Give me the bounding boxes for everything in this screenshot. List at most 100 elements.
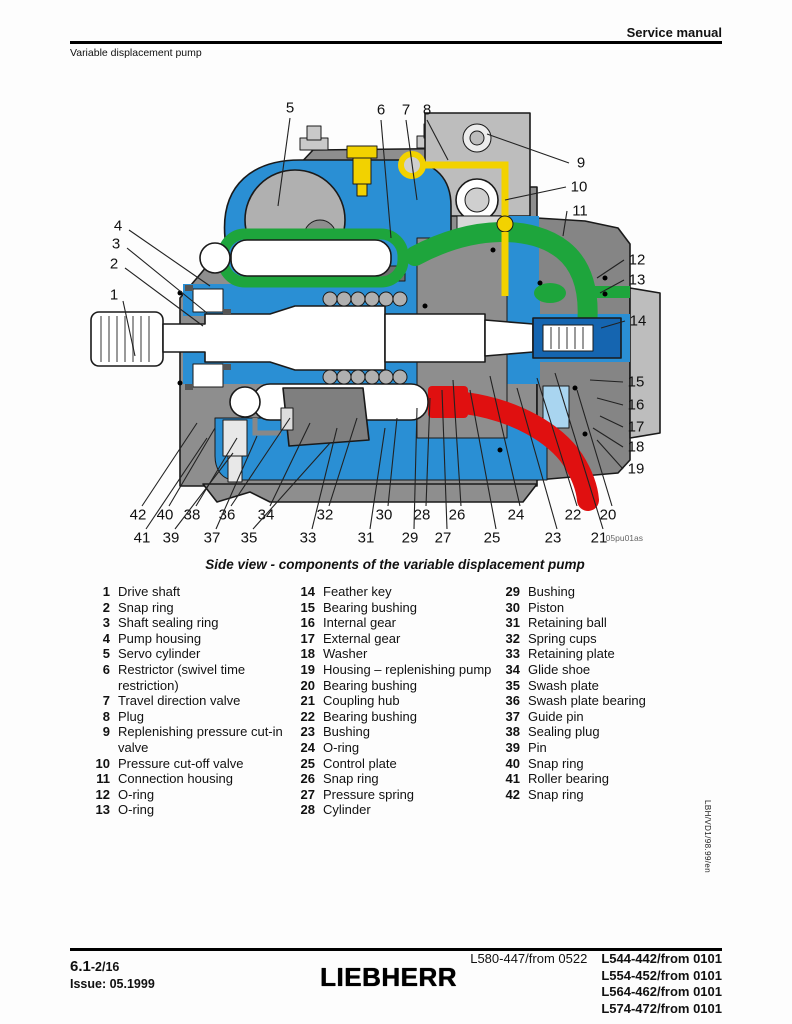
parts-list-item: 34 Glide shoe	[498, 662, 683, 678]
part-number: 30	[505, 599, 520, 615]
part-label: Housing – replenishing pump	[323, 661, 492, 677]
part-number: 1	[102, 584, 110, 599]
part-label: Connection housing	[118, 771, 233, 787]
part-label: O-ring	[118, 802, 155, 818]
parts-list-item: 30 Piston	[498, 600, 683, 616]
part-label: Piston	[528, 599, 565, 615]
part-label: Glide shoe	[528, 661, 591, 677]
part-number: 32	[505, 630, 520, 646]
part-number: 39	[505, 739, 520, 755]
part-number: 41	[505, 771, 520, 787]
liebherr-logo: LIEBHERR	[320, 962, 457, 992]
part-label: Pressure cut-off valve	[118, 755, 244, 771]
callout-number: 3	[112, 236, 120, 253]
callout-leader-line	[141, 422, 198, 507]
part-number: 5	[102, 646, 110, 662]
figure-caption: Side view - components of the variable d…	[205, 557, 585, 572]
document-side-code: LBH/VD1/98.99/en	[703, 800, 712, 874]
part-label: Bearing bushing	[323, 708, 417, 724]
part-label: Bushing	[323, 724, 370, 740]
part-label: Bearing bushing	[323, 599, 417, 615]
part-label: Swash plate bearing	[528, 693, 646, 709]
part-label: Bearing bushing	[323, 677, 417, 693]
part-number: 19	[300, 661, 315, 677]
callout-leader-line	[596, 259, 625, 279]
pump-cross-section-diagram: 1234567891011121314151617181920212223242…	[90, 100, 661, 547]
part-number: 14	[300, 584, 315, 599]
part-number: 33	[505, 646, 520, 662]
part-number: 18	[300, 646, 315, 662]
part-number: 20	[300, 677, 315, 693]
footer-section-number: 6.1	[70, 958, 91, 975]
callout-leader-line	[126, 247, 208, 314]
part-label: Swash plate	[528, 677, 599, 693]
callout-leader-line	[145, 437, 208, 530]
callout-leader-line	[489, 375, 521, 507]
callout-number: 4	[114, 218, 122, 235]
footer-model: L554-452/from 0101	[601, 967, 722, 983]
callout-number: 11	[572, 203, 588, 220]
callout-number: 8	[423, 102, 431, 119]
callout-leader-line	[592, 427, 624, 448]
part-label: Bushing	[528, 584, 575, 599]
callout-number: 6	[377, 102, 385, 119]
part-number: 22	[300, 708, 315, 724]
callout-number: 36	[219, 507, 236, 524]
callout-number: 25	[484, 530, 501, 547]
callout-leader-line	[369, 427, 386, 530]
part-number: 34	[505, 661, 520, 677]
footer-rule	[70, 948, 722, 951]
part-label: Pump housing	[118, 630, 202, 646]
plug-and-pipe-shapes	[346, 145, 514, 296]
part-label: Control plate	[323, 755, 397, 771]
part-number: 2	[102, 599, 110, 615]
callout-number: 40	[157, 507, 174, 524]
callout-number: 19	[628, 461, 645, 478]
part-number: 8	[102, 708, 110, 724]
pressure-channel-shape	[428, 386, 599, 511]
parts-list-item: 22 Bearing bushing	[293, 709, 498, 725]
callout-leader-line	[380, 119, 392, 239]
callout-leader-line	[425, 397, 431, 507]
callout-leader-line	[516, 387, 558, 530]
part-number: 35	[505, 677, 520, 693]
part-number: 4	[102, 630, 110, 646]
part-number: 26	[300, 771, 315, 787]
part-number: 27	[300, 786, 315, 802]
parts-list-item: 35 Swash plate	[498, 678, 683, 694]
callout-leader-line	[589, 379, 624, 383]
callout-number: 2	[110, 256, 118, 273]
callout-number: 37	[204, 530, 221, 547]
callout-leader-line	[596, 439, 624, 470]
callout-leader-line	[413, 407, 418, 530]
callout-number: 30	[376, 507, 393, 524]
callout-leader-line	[269, 422, 311, 507]
footer-model-list: L580-447/from 0522 L544-442/from 0101 L5…	[470, 951, 722, 1017]
callout-leader-line	[311, 427, 338, 530]
callout-number: 33	[300, 530, 317, 547]
callout-number: 1	[110, 287, 118, 304]
part-number: 6	[102, 661, 110, 677]
callout-leader-line	[599, 279, 625, 294]
part-label: Guide pin	[528, 708, 584, 724]
callout-number: 26	[449, 507, 466, 524]
